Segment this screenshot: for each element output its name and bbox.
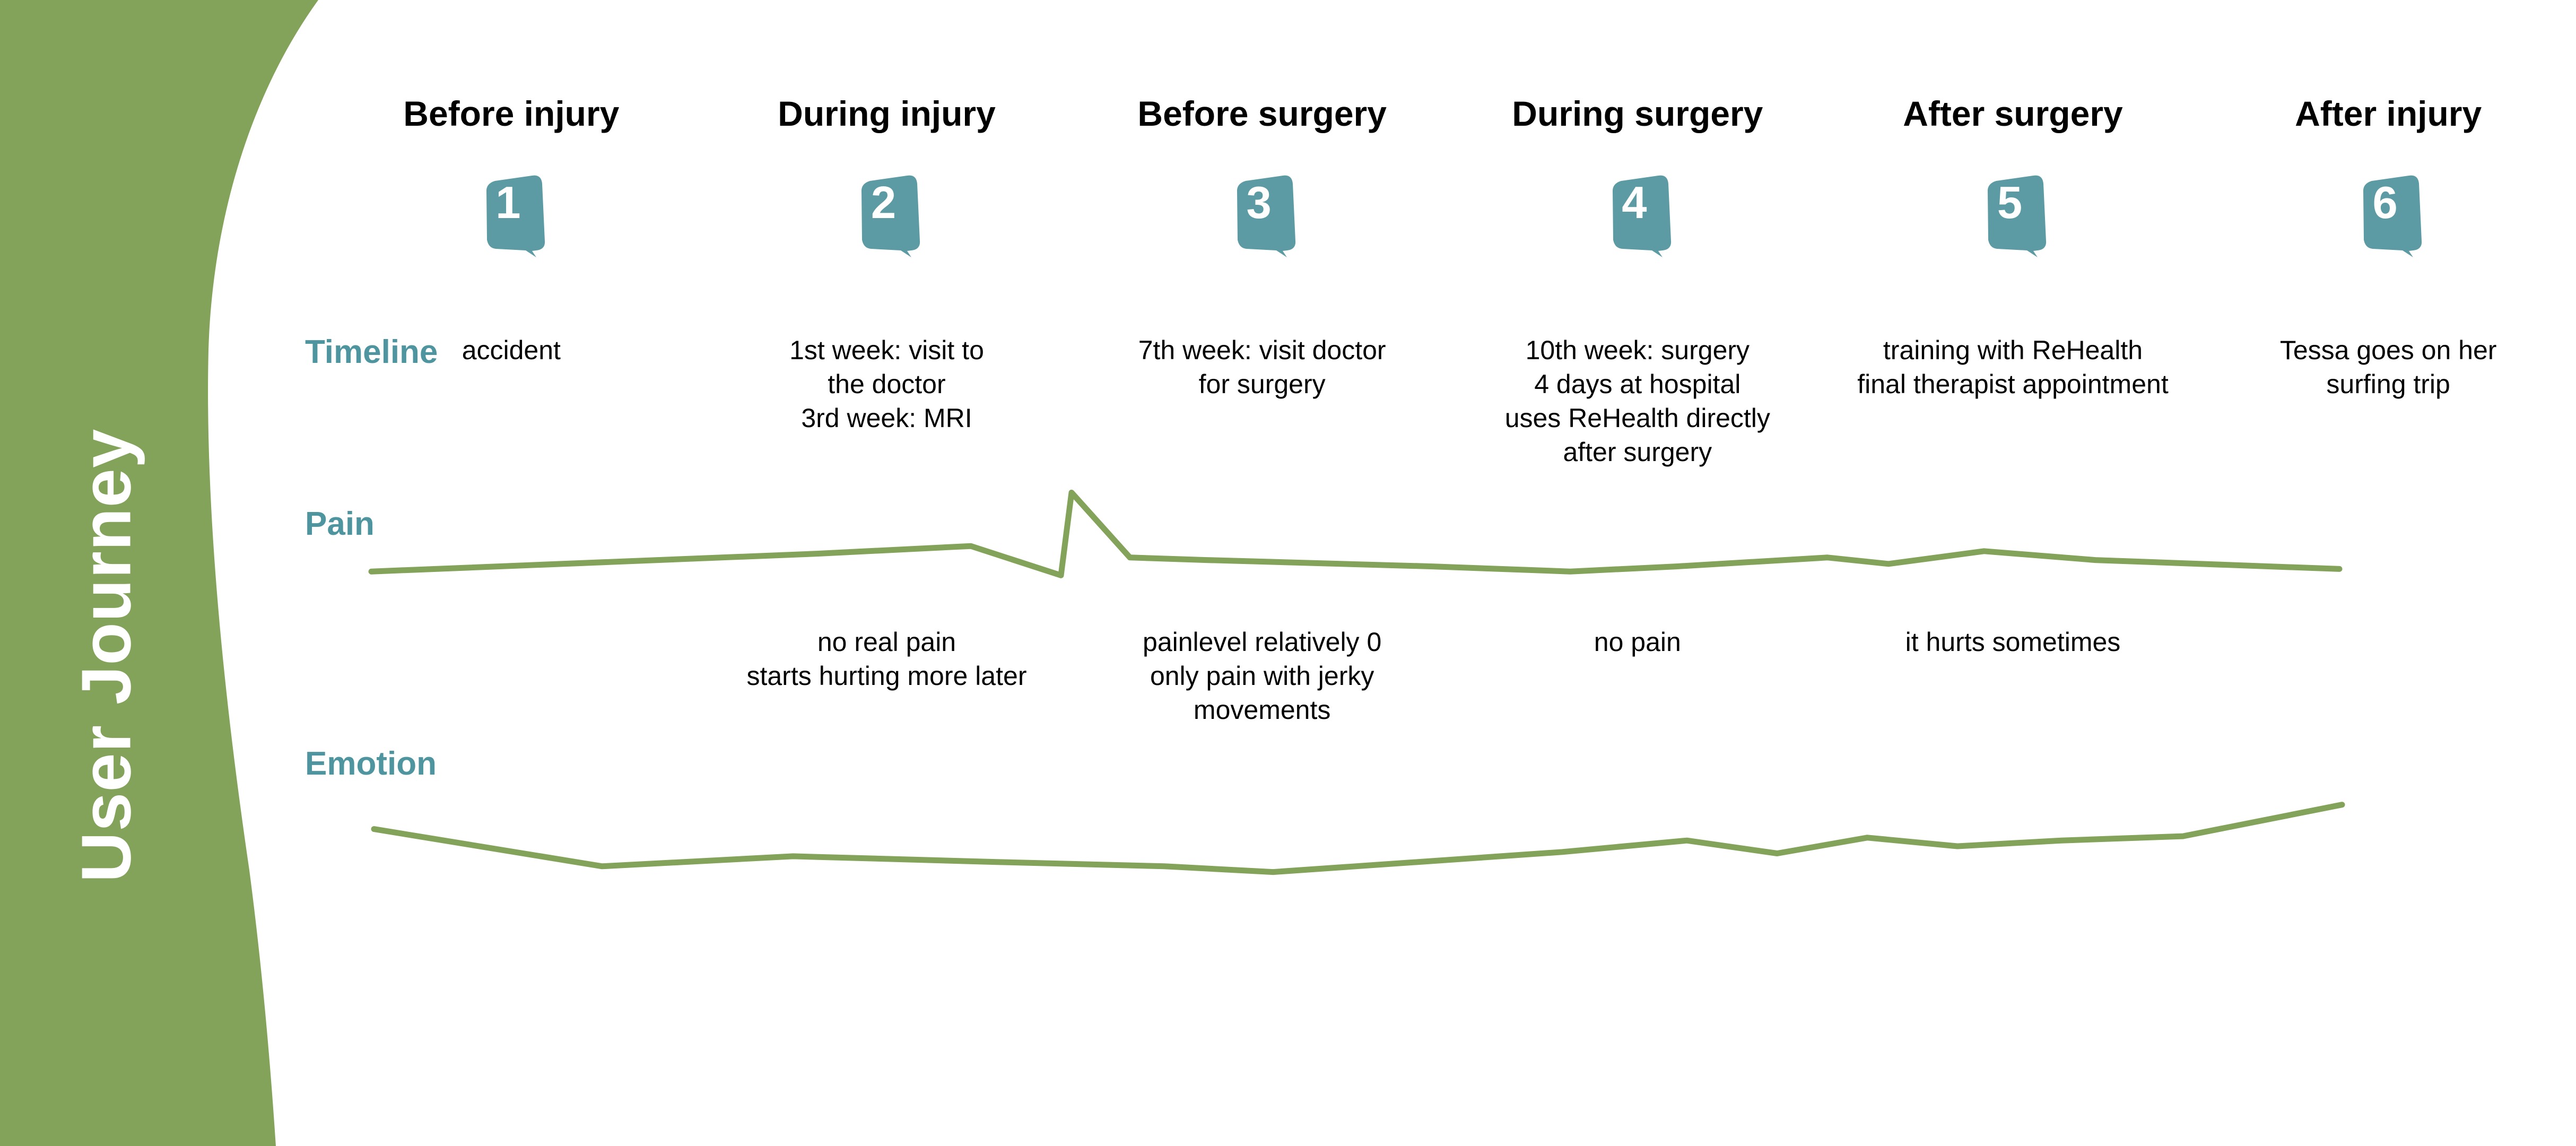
stage-header-1: Before injury (403, 94, 620, 133)
sidebar-green-panel (0, 0, 318, 1146)
stage-header-6: After injury (2295, 94, 2482, 133)
stage-badge-wrap-5: 5 (1825, 175, 2201, 260)
board-title: User Journey (67, 428, 145, 883)
timeline-cell-6: Tessa goes on her surfing trip (2279, 335, 2497, 399)
speech-bubble-icon (1988, 175, 2047, 257)
stage-header-3: Before surgery (1137, 94, 1387, 133)
speech-bubble-icon (1612, 175, 1671, 257)
stage-badge-number-5: 5 (1997, 178, 2023, 228)
stage-column-2: During injury 2 1st week: visit to the d… (699, 0, 1075, 1146)
stage-column-3: Before surgery 3 7th week: visit doctor … (1074, 0, 1450, 1146)
stage-column-4: During surgery 4 10th week: surgery 4 da… (1450, 0, 1825, 1146)
stage-badge-wrap-2: 2 (699, 175, 1075, 260)
stage-badge-number-4: 4 (1622, 178, 1647, 228)
speech-bubble-icon (2363, 175, 2422, 257)
stage-header-2: During injury (778, 94, 996, 133)
timeline-cell-2: 1st week: visit to the doctor 3rd week: … (789, 335, 984, 433)
row-label-timeline: Timeline (305, 334, 438, 370)
stage-badge-wrap-4: 4 (1450, 175, 1825, 260)
pain-cell-2: no real pain starts hurting more later (746, 627, 1027, 691)
stage-header-4: During surgery (1512, 94, 1763, 133)
stage-badge-6[interactable]: 6 (2354, 175, 2423, 257)
stage-badge-4[interactable]: 4 (1603, 175, 1672, 257)
timeline-cell-4: 10th week: surgery 4 days at hospital us… (1504, 335, 1770, 467)
stage-badge-number-2: 2 (871, 178, 897, 228)
speech-bubble-icon (861, 175, 920, 257)
stage-badge-2[interactable]: 2 (852, 175, 921, 257)
speech-bubble-icon (1237, 175, 1296, 257)
stage-badge-number-1: 1 (495, 178, 521, 228)
stage-column-6: After injury 6 Tessa goes on her surfing… (2200, 0, 2576, 1146)
speech-bubble-icon (486, 175, 545, 257)
stage-badge-number-3: 3 (1246, 178, 1272, 228)
pain-cell-3: painlevel relatively 0 only pain with je… (1143, 627, 1382, 725)
stage-column-1: Before injury 1 accident (324, 0, 699, 1146)
timeline-cell-3: 7th week: visit doctor for surgery (1138, 335, 1386, 399)
timeline-cell-1: accident (462, 335, 561, 365)
row-label-emotion: Emotion (305, 745, 437, 782)
pain-cell-5: it hurts sometimes (1905, 627, 2121, 657)
stage-badge-wrap-6: 6 (2200, 175, 2576, 260)
timeline-cell-5: training with ReHealth final therapist a… (1857, 335, 2169, 399)
stage-badge-3[interactable]: 3 (1228, 175, 1296, 257)
stage-badge-5[interactable]: 5 (1978, 175, 2047, 257)
stage-header-5: After surgery (1903, 94, 2123, 133)
stage-badge-number-6: 6 (2372, 178, 2398, 228)
stage-badge-wrap-1: 1 (324, 175, 699, 260)
row-label-pain: Pain (305, 506, 375, 542)
stage-badge-wrap-3: 3 (1074, 175, 1450, 260)
stage-badge-1[interactable]: 1 (477, 175, 546, 257)
stage-columns: Before injury 1 accident During injury (324, 0, 2576, 1146)
pain-cell-4: no pain (1594, 627, 1681, 657)
stage-column-5: After surgery 5 training with ReHealth f… (1825, 0, 2201, 1146)
